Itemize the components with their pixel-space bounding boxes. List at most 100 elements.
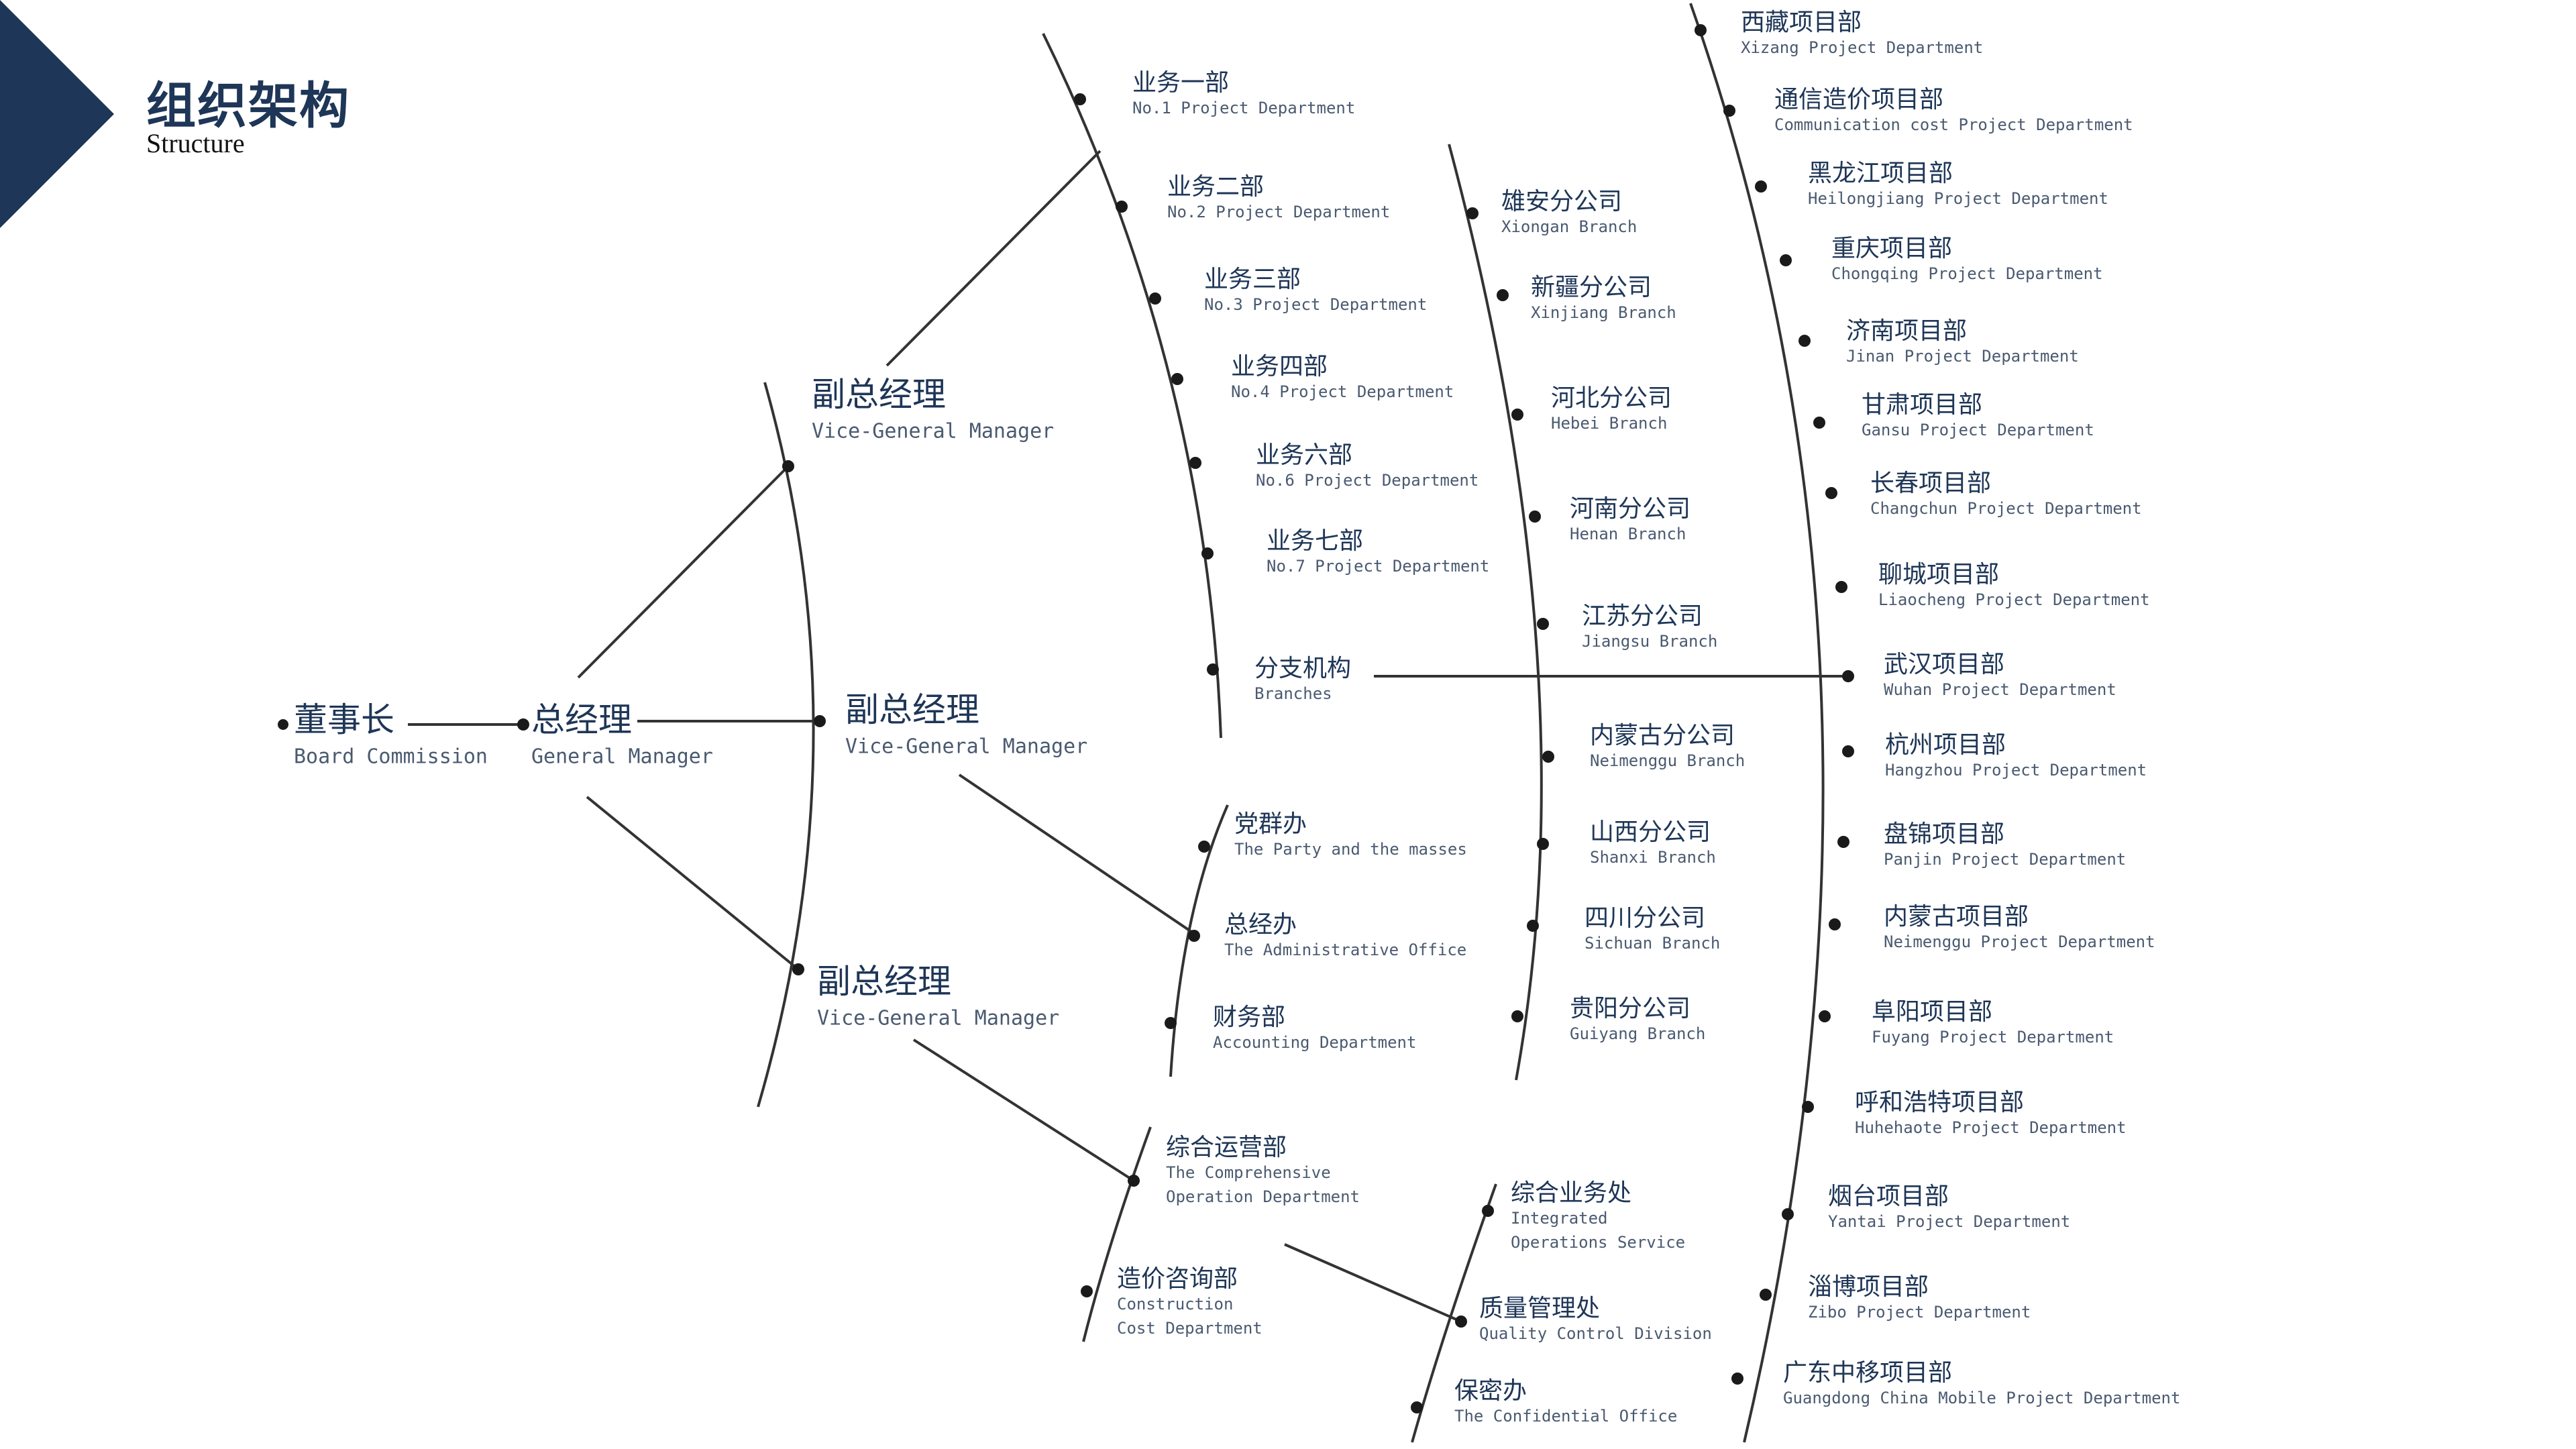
node-dot-o2 xyxy=(1188,930,1200,942)
node-label-en: Henan Branch xyxy=(1570,525,1686,543)
node-dot-o1 xyxy=(1198,841,1210,853)
node-label-en: No.3 Project Department xyxy=(1204,295,1427,314)
node-label-cn: 淄博项目部 xyxy=(1808,1273,1929,1301)
node-label-en: Communication cost Project Department xyxy=(1774,115,2133,134)
node-label-en: Fuyang Project Department xyxy=(1872,1028,2114,1046)
node-dot-s3 xyxy=(1411,1401,1423,1413)
vgm2-office-line xyxy=(958,773,1199,937)
vgm1-dept-line xyxy=(885,150,1102,367)
node-dot-b1 xyxy=(1466,207,1479,219)
node-label-cn: 山西分公司 xyxy=(1590,818,1711,846)
node-dot-p5 xyxy=(1799,335,1811,347)
page-subtitle: Structure xyxy=(146,128,245,158)
node-dot-b8 xyxy=(1527,920,1539,932)
node-label-en: Heilongjiang Project Department xyxy=(1808,189,2108,208)
node-label-en: Hangzhou Project Department xyxy=(1885,761,2147,780)
node-label-cn: 通信造价项目部 xyxy=(1774,86,1943,113)
node-dot-d2 xyxy=(1116,201,1128,213)
node-dot-d1 xyxy=(1074,93,1086,105)
node-label-en: The Party and the masses xyxy=(1234,840,1467,859)
node-label-en: The Confidential Office xyxy=(1454,1407,1677,1426)
node-b2: 新疆分公司 Xinjiang Branch xyxy=(1531,274,1676,322)
node-o1: 党群办 The Party and the masses xyxy=(1234,810,1467,859)
corner-triangle-decoration xyxy=(0,0,114,228)
node-label-cn: 河南分公司 xyxy=(1570,495,1690,523)
node-dot-b2 xyxy=(1497,289,1509,301)
node-label-cn: 武汉项目部 xyxy=(1884,651,2004,678)
node-label-cn: 副总经理 xyxy=(817,962,951,1001)
node-dot-p1 xyxy=(1695,24,1707,36)
node-label-en: Chongqing Project Department xyxy=(1831,264,2103,283)
vgm-arc xyxy=(757,382,815,1108)
node-dot-s2 xyxy=(1455,1316,1467,1328)
node-dot-p13 xyxy=(1819,1010,1831,1022)
node-label-cn: 董事长 xyxy=(294,700,394,739)
node-dot-p16 xyxy=(1760,1289,1772,1301)
node-dot-p10 xyxy=(1842,745,1854,757)
node-label-en: Guangdong China Mobile Project Departmen… xyxy=(1783,1389,2180,1407)
gm-vgm1-line xyxy=(577,465,790,679)
node-label-cn: 甘肃项目部 xyxy=(1862,391,1982,419)
node-label-cn: 新疆分公司 xyxy=(1531,274,1652,301)
node-p8: 聊城项目部 Liaocheng Project Department xyxy=(1878,561,2150,609)
node-label-en: Vice-General Manager xyxy=(812,420,1054,443)
node-label-cn: 聊城项目部 xyxy=(1878,561,1999,588)
node-p15: 烟台项目部 Yantai Project Department xyxy=(1828,1183,2070,1231)
node-dot-vgm1 xyxy=(782,460,794,472)
node-dot-board xyxy=(278,719,288,730)
node-dot-p3 xyxy=(1755,180,1767,193)
node-p13: 阜阳项目部 Fuyang Project Department xyxy=(1872,998,2114,1046)
node-label-cn: 财务部 xyxy=(1213,1004,1285,1031)
office-arc xyxy=(1169,804,1229,1077)
node-label-en: Liaocheng Project Department xyxy=(1878,590,2150,609)
node-dot-p7 xyxy=(1825,487,1837,499)
node-label-cn: 内蒙古项目部 xyxy=(1884,903,2029,930)
node-label-en: Quality Control Division xyxy=(1479,1324,1712,1343)
node-dot-p17 xyxy=(1731,1373,1743,1385)
node-b4: 河南分公司 Henan Branch xyxy=(1570,495,1690,543)
node-dot-p9 xyxy=(1842,670,1854,682)
node-dot-p11 xyxy=(1837,836,1849,848)
node-label-en: Panjin Project Department xyxy=(1884,850,2126,869)
node-label-cn: 党群办 xyxy=(1234,810,1307,838)
node-label-cn: 呼和浩特项目部 xyxy=(1855,1089,2024,1116)
node-dot-p2 xyxy=(1723,105,1735,117)
node-label-en: No.1 Project Department xyxy=(1132,99,1355,117)
node-dot-d3 xyxy=(1149,292,1161,305)
vgm3-operation-line xyxy=(912,1038,1135,1182)
node-label-cn: 总经理 xyxy=(531,700,632,739)
node-dot-gm xyxy=(517,718,529,731)
node-label-cn: 烟台项目部 xyxy=(1828,1183,1949,1210)
node-label-cn: 阜阳项目部 xyxy=(1872,998,1992,1026)
node-label-en: Xinjiang Branch xyxy=(1531,303,1676,322)
node-label-cn: 业务七部 xyxy=(1267,527,1363,555)
node-p4: 重庆项目部 Chongqing Project Department xyxy=(1831,235,2103,283)
node-dot-vgm2 xyxy=(814,715,826,727)
node-dot-op2 xyxy=(1081,1285,1093,1297)
node-dot-d7 xyxy=(1201,547,1214,559)
node-label-cn: 重庆项目部 xyxy=(1831,235,1952,262)
node-label-en: Yantai Project Department xyxy=(1828,1212,2070,1231)
node-label-en: Gansu Project Department xyxy=(1862,421,2094,439)
